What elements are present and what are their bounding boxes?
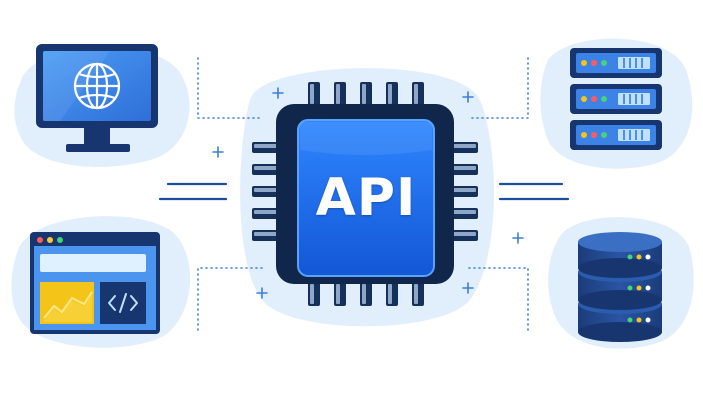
plus-icon [212, 146, 224, 158]
solid-connectors [158, 182, 570, 201]
code-browser-window-icon [30, 232, 160, 334]
plus-icon [462, 91, 474, 103]
database-icon [578, 232, 662, 342]
plus-icon [256, 287, 268, 299]
code-icon [108, 293, 138, 313]
globe-icon [73, 62, 121, 110]
connector-monitor [197, 57, 263, 119]
api-chip-icon [252, 82, 478, 306]
address-bar [40, 254, 146, 272]
plus-decorations [212, 87, 524, 299]
plus-icon [272, 87, 284, 99]
connector-database [467, 267, 529, 331]
plus-icon [512, 232, 524, 244]
server-unit [570, 84, 662, 114]
connector-server [467, 57, 529, 119]
chip-face [297, 119, 435, 277]
database-disk [578, 232, 662, 278]
connector-browser [197, 267, 263, 331]
globe-monitor-icon [36, 44, 158, 152]
server-unit [570, 48, 662, 78]
dotted-connectors [197, 57, 529, 331]
server-rack-icon [570, 48, 662, 150]
plus-icon [462, 282, 474, 294]
server-unit [570, 120, 662, 150]
